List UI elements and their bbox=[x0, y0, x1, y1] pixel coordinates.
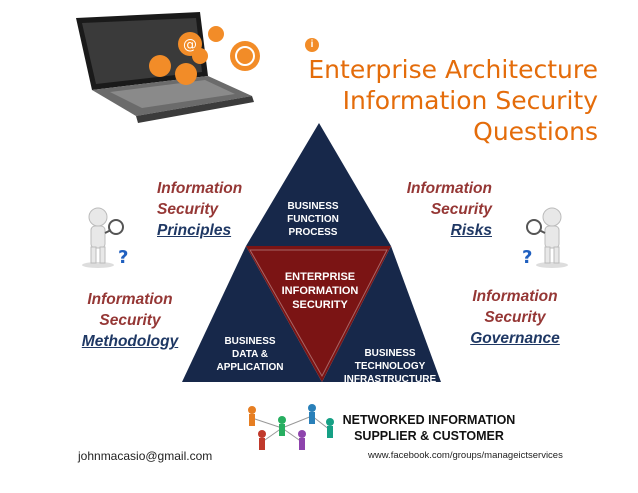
label-governance: Information Security Governance bbox=[470, 288, 560, 347]
triangle-left bbox=[182, 246, 322, 382]
info-icon: i bbox=[305, 38, 319, 52]
triangle-center bbox=[246, 246, 391, 382]
svg-text:?: ? bbox=[522, 247, 532, 268]
footer-email: johnmacasio@gmail.com bbox=[78, 449, 213, 463]
label-principles: Information Security Principles bbox=[157, 180, 243, 239]
people-network-icon bbox=[242, 398, 338, 454]
triangle-top bbox=[246, 123, 391, 246]
question-figure-icon: ? bbox=[518, 205, 574, 269]
network-label: NETWORKED INFORMATION SUPPLIER & CUSTOME… bbox=[342, 413, 516, 443]
triangle-right-text: BUSINESS TECHNOLOGY INFRASTRUCTURE bbox=[343, 348, 437, 385]
svg-text:?: ? bbox=[118, 247, 128, 268]
triangle-left-text: BUSINESS DATA & APPLICATION bbox=[216, 336, 284, 373]
title-line-2: Information Security bbox=[342, 86, 598, 115]
svg-text:@: @ bbox=[183, 37, 197, 53]
triangle-right bbox=[322, 246, 441, 382]
label-methodology: Information Security Methodology bbox=[81, 291, 179, 350]
question-figure-icon: ? bbox=[78, 205, 134, 269]
footer-facebook-link[interactable]: www.facebook.com/groups/manageictservice… bbox=[368, 450, 563, 461]
triangle-diagram bbox=[180, 120, 442, 396]
title-line-1: Enterprise Architecture bbox=[308, 55, 598, 84]
page-title: Enterprise Architecture Information Secu… bbox=[298, 54, 598, 147]
laptop-icon: @ bbox=[40, 4, 340, 134]
title-line-3: Questions bbox=[473, 117, 598, 146]
triangle-center-text: ENTERPRISE INFORMATION SECURITY bbox=[281, 271, 359, 311]
triangle-top-text: BUSINESS FUNCTION PROCESS bbox=[287, 201, 339, 238]
label-risks: Information Security Risks bbox=[406, 180, 492, 239]
